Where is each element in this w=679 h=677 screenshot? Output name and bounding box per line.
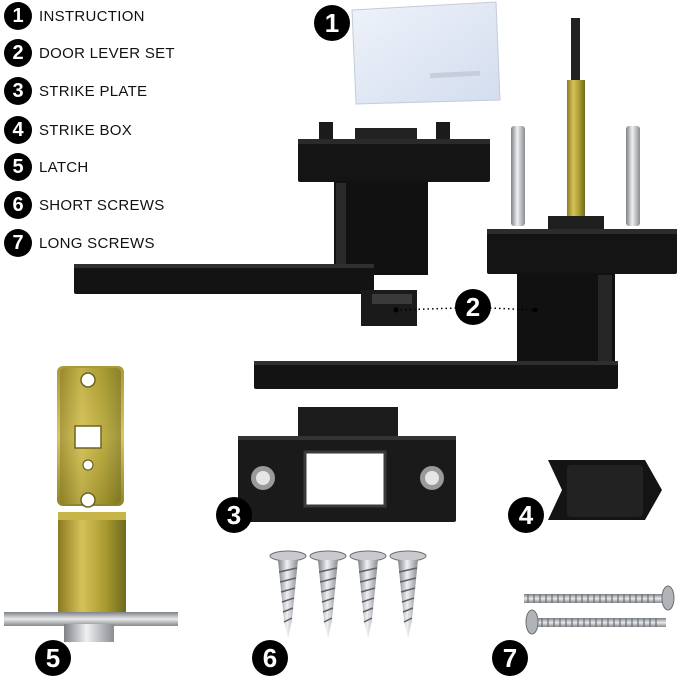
callout-badge-strike-plate: 3 (216, 497, 252, 533)
legend-item-strike-plate: 3 STRIKE PLATE (4, 77, 147, 105)
callout-badge-lever-set: 2 (455, 289, 491, 325)
latch (4, 366, 178, 642)
strike-box (535, 460, 672, 520)
legend-item-door-lever-set: 2 DOOR LEVER SET (4, 39, 175, 67)
callout-badge-strike-box: 4 (508, 497, 544, 533)
door-lever-right (254, 18, 677, 389)
number-badge: 1 (4, 2, 32, 30)
number-badge: 6 (4, 191, 32, 219)
legend-label: LATCH (39, 158, 89, 176)
number-badge: 2 (4, 39, 32, 67)
number-badge: 3 (4, 77, 32, 105)
legend-label: STRIKE BOX (39, 121, 133, 139)
legend-label: STRIKE PLATE (39, 82, 148, 100)
number-badge: 5 (4, 153, 32, 181)
short-screws (269, 550, 427, 638)
number-badge: 7 (4, 229, 32, 257)
long-screws (524, 585, 675, 635)
legend-label: INSTRUCTION (39, 7, 145, 25)
legend-item-short-screws: 6 SHORT SCREWS (4, 191, 165, 219)
legend-item-latch: 5 LATCH (4, 153, 89, 181)
callout-badge-instruction: 1 (314, 5, 350, 41)
number-badge: 4 (4, 116, 32, 144)
door-lever-left (74, 122, 490, 326)
legend-label: LONG SCREWS (39, 234, 155, 252)
legend-item-strike-box: 4 STRIKE BOX (4, 116, 132, 144)
legend-item-instruction: 1 INSTRUCTION (4, 2, 145, 30)
legend-label: DOOR LEVER SET (39, 44, 175, 62)
callout-badge-latch: 5 (35, 640, 71, 676)
callout-badge-long-screws: 7 (492, 640, 528, 676)
legend-item-long-screws: 7 LONG SCREWS (4, 229, 155, 257)
callout-badge-short-screws: 6 (252, 640, 288, 676)
instruction-sheet (351, 1, 501, 105)
legend-label: SHORT SCREWS (39, 196, 165, 214)
strike-plate (238, 407, 456, 522)
